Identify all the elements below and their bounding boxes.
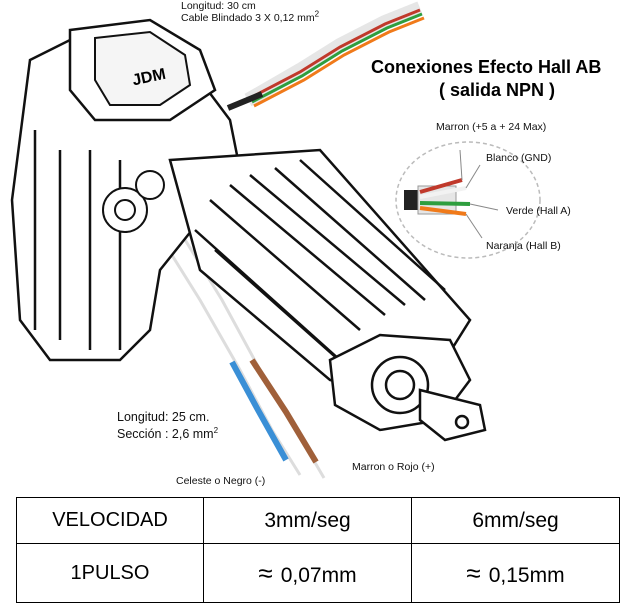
cell-pulso-1: ≈0,07mm bbox=[203, 543, 412, 603]
table-row-velocidad: VELOCIDAD 3mm/seg 6mm/seg bbox=[16, 496, 620, 545]
spec-table: VELOCIDAD 3mm/seg 6mm/seg 1PULSO ≈0,07mm… bbox=[16, 496, 620, 603]
cable-type-label: Cable Blindado 3 X 0,12 mm2 bbox=[181, 9, 320, 24]
approx-symbol: ≈ bbox=[258, 557, 273, 588]
cell-pulso-2: ≈0,15mm bbox=[411, 543, 620, 603]
brand-logo: JDM bbox=[131, 66, 168, 90]
hall-subtitle: ( salida NPN ) bbox=[439, 80, 556, 100]
cell-velocidad-3: 3mm/seg bbox=[203, 496, 412, 545]
cable-length-label: Longitud: 30 cm bbox=[181, 0, 256, 12]
hall-title: Conexiones Efecto Hall AB bbox=[371, 57, 602, 77]
cell-velocidad-label: VELOCIDAD bbox=[16, 496, 204, 545]
cable-type-text: Cable Blindado 3 X 0,12 mm bbox=[181, 12, 315, 24]
power-section-sup: 2 bbox=[213, 425, 219, 435]
table-row-pulso: 1PULSO ≈0,07mm ≈0,15mm bbox=[16, 543, 620, 603]
pos-wire-label: Marron o Rojo (+) bbox=[352, 461, 435, 473]
wire-label-naranja: Naranja (Hall B) bbox=[486, 240, 561, 252]
wire-label-marron: Marron (+5 a + 24 Max) bbox=[436, 121, 547, 133]
shielded-cable bbox=[226, 1, 425, 111]
cell-velocidad-6: 6mm/seg bbox=[411, 496, 620, 545]
end-cap bbox=[328, 333, 487, 442]
power-section-label: Sección : 2,6 mm2 bbox=[117, 425, 219, 441]
cell-pulso-1-value: 0,07mm bbox=[280, 563, 357, 587]
approx-symbol: ≈ bbox=[466, 557, 481, 588]
hall-connector-inset bbox=[395, 141, 541, 259]
cell-pulso-2-value: 0,15mm bbox=[488, 563, 565, 587]
power-length-label: Longitud: 25 cm. bbox=[117, 410, 210, 424]
neg-wire-label: Celeste o Negro (-) bbox=[176, 475, 266, 487]
power-section-text: Sección : 2,6 mm bbox=[117, 427, 214, 441]
wire-label-blanco: Blanco (GND) bbox=[486, 152, 552, 164]
cell-pulso-label: 1PULSO bbox=[16, 543, 204, 603]
wire-label-verde: Verde (Hall A) bbox=[506, 205, 571, 217]
gear-head bbox=[102, 170, 165, 233]
brand-plate: JDM bbox=[68, 18, 217, 122]
cable-type-sup: 2 bbox=[314, 9, 320, 19]
